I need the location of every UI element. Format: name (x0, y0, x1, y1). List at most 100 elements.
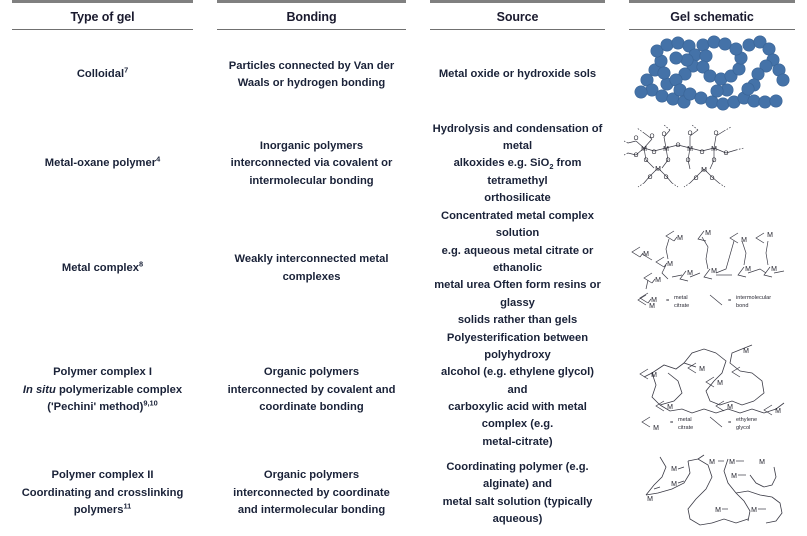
bonding-line: coordinate bonding (259, 400, 364, 413)
cell-bonding-metal-oxane-polymer: Inorganic polymers interconnected via co… (205, 120, 418, 208)
cell-type-metal-oxane-polymer: Metal-oxane polymer4 (0, 120, 205, 208)
table-row: Polymer complex II Coordinating and cros… (0, 451, 807, 536)
bonding-line: interconnected by coordinate (233, 486, 390, 499)
cell-schematic-polymer-complex-i: M M M M M M M M = metal citrate (617, 330, 807, 452)
citation-ref: 4 (156, 154, 161, 164)
cell-schematic-metal-oxane-polymer: M M M M M M O O O O O O O (617, 120, 807, 208)
source-line: Metal oxide or hydroxide sols (438, 68, 597, 81)
metal-complex-network-icon: M M M M M M M M M M M M (631, 230, 785, 310)
atom-M: M (731, 473, 737, 480)
cell-bonding-polymer-complex-ii: Organic polymers interconnected by coord… (205, 451, 418, 536)
gel-type-name: Metal complex8 (61, 259, 144, 275)
atom-M: M (667, 261, 673, 268)
atom-M: M (651, 372, 657, 379)
colloidal-particle-network-icon (634, 35, 790, 111)
gel-types-table-container: Type of gel Bonding Source Gel schematic… (12, 0, 795, 525)
cell-bonding-polymer-complex-i: Organic polymers interconnected by coval… (205, 330, 418, 452)
atom-M: M (741, 237, 747, 244)
atom-M: M (647, 496, 653, 503)
source-line: metal salt solution (typically aqueous) (442, 495, 593, 525)
table-row: Metal-oxane polymer4 Inorganic polymers … (0, 120, 807, 208)
citation-ref: 8 (138, 259, 144, 269)
cell-bonding-metal-complex: Weakly interconnected metal complexes (205, 208, 418, 330)
legend-metal-citrate: M = metal citrate (641, 416, 693, 432)
table-body: Colloidal7 Particles connected by Van de… (0, 30, 807, 536)
atom-M: M (771, 266, 777, 273)
atom-M: M (715, 507, 721, 514)
bonding-line: intermolecular bonding (249, 174, 374, 187)
source-line: alcohol (e.g. ethylene glycol) and (441, 366, 594, 396)
atom-M: M (677, 235, 683, 242)
atom-M: M (705, 230, 711, 237)
atom-M: M (667, 404, 673, 411)
atom-M: M (653, 425, 659, 432)
gel-type-name: Colloidal7 (76, 65, 129, 81)
header-row: Type of gel Bonding Source Gel schematic (0, 0, 807, 30)
atom-M: M (729, 459, 735, 466)
atom-M: M (717, 380, 723, 387)
bonding-line: complexes (282, 270, 341, 283)
polymer-complex-pechini-network-icon: M M M M M M M M = metal citrate (639, 344, 785, 432)
legend-equals: = (728, 420, 731, 426)
atom-M: M (671, 466, 677, 473)
atom-O: O (634, 135, 639, 142)
atom-M: M (643, 251, 649, 258)
atom-O: O (688, 130, 693, 137)
atom-M: M (671, 481, 677, 488)
atom-M: M (727, 404, 733, 411)
atom-M: M (711, 146, 717, 153)
atom-M: M (649, 303, 655, 310)
bonding-line: Weakly interconnected metal (234, 253, 389, 266)
gel-type-line: Coordinating and crosslinking (21, 486, 184, 499)
atom-M: M (655, 277, 661, 284)
atom-O: O (664, 174, 669, 181)
atom-M: M (699, 366, 705, 373)
atom-O: O (666, 157, 671, 164)
table-header: Type of gel Bonding Source Gel schematic (0, 0, 807, 30)
gel-type-line: polymers11 (73, 501, 132, 517)
legend-equals: = (670, 420, 673, 426)
cell-type-polymer-complex-ii: Polymer complex II Coordinating and cros… (0, 451, 205, 536)
source-line: Coordinating polymer (e.g. alginate) and (446, 460, 589, 491)
atom-O: O (650, 133, 655, 140)
atom-M: M (641, 146, 647, 153)
legend-equals: = (728, 298, 731, 304)
atom-O: O (644, 157, 649, 164)
atom-M: M (775, 408, 781, 415)
header-label-gel-schematic: Gel schematic (670, 10, 754, 24)
cell-source-metal-oxane-polymer: Hydrolysis and condensation of metal alk… (418, 120, 617, 208)
legend-metal-citrate: M = metal citrate (637, 294, 689, 310)
source-line: metal urea Often form resins or glassy (434, 279, 601, 309)
bonding-line: and intermolecular bonding (237, 504, 386, 517)
atom-M: M (745, 266, 751, 273)
atom-M: M (651, 297, 657, 304)
atom-M: M (743, 348, 749, 355)
source-line: carboxylic acid with metal complex (e.g. (448, 400, 587, 431)
legend-label-line: ethylene (736, 417, 757, 423)
atom-M: M (751, 507, 757, 514)
header-label-bonding: Bonding (286, 10, 337, 24)
atom-O: O (714, 130, 719, 137)
atom-O: O (648, 174, 653, 181)
cell-source-polymer-complex-ii: Coordinating polymer (e.g. alginate) and… (418, 451, 617, 536)
bonding-line: Waals or hydrogen bonding (237, 77, 386, 89)
legend-label-line: citrate (674, 303, 689, 309)
atom-O: O (676, 142, 681, 149)
citation-ref: 7 (124, 65, 129, 75)
source-line: Polyesterification between polyhydroxy (446, 331, 589, 361)
atom-O: O (634, 152, 639, 159)
legend-intermolecular-bond: = intermolecular bond (709, 294, 771, 309)
subscript-2: 2 (549, 162, 554, 172)
legend-label-line: glycol (736, 425, 750, 431)
gel-type-line: In situ polymerizable complex (22, 383, 183, 396)
header-cell-bonding: Bonding (205, 0, 418, 30)
source-line: metal-citrate) (482, 435, 553, 448)
gel-type-line: Polymer complex I (53, 366, 152, 379)
atom-M: M (687, 270, 693, 277)
legend-equals: = (666, 298, 669, 304)
coordinating-crosslinking-polymer-network-icon: M M M M M M M M M (645, 454, 783, 525)
italic-in-situ: In situ (22, 383, 56, 396)
legend-label-line: metal (678, 417, 692, 423)
gel-type-line: ('Pechini' method)9,10 (47, 398, 158, 413)
